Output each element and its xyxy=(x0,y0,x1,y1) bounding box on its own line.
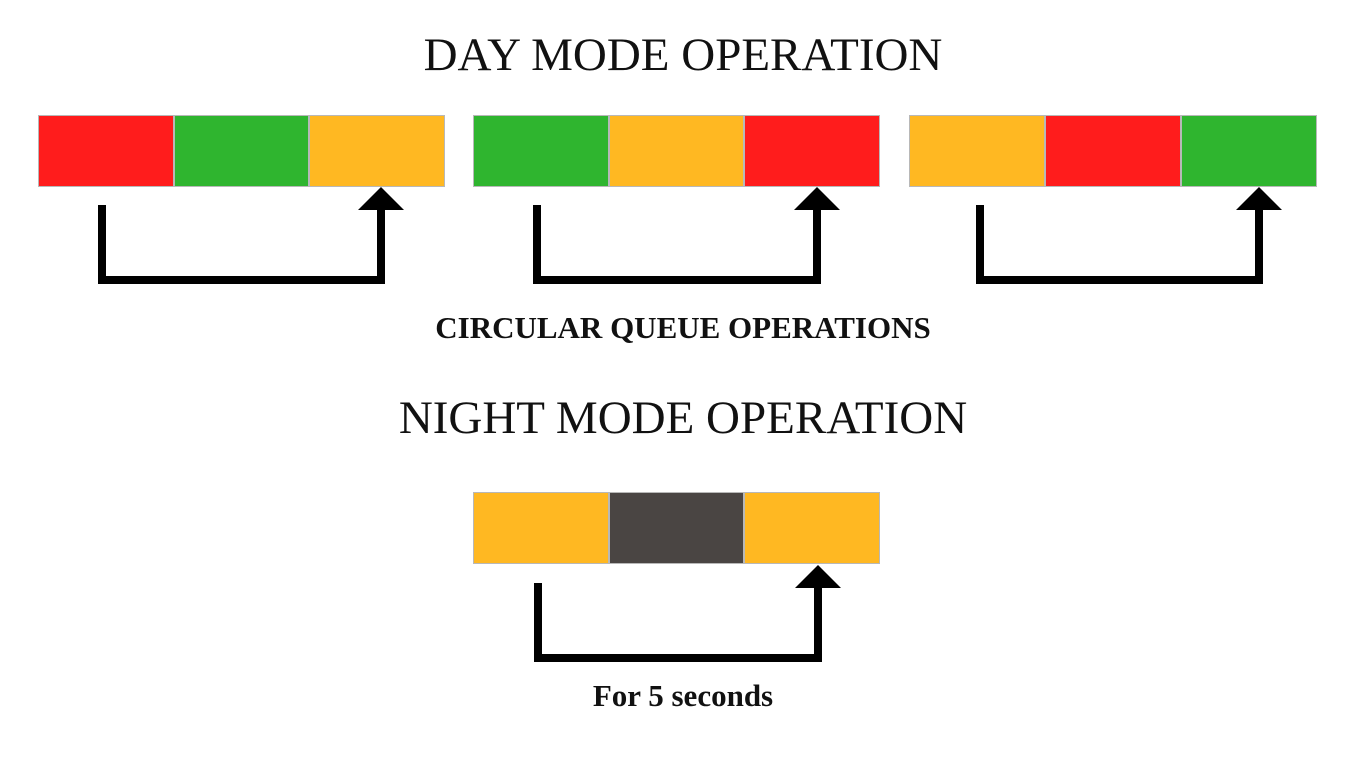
signal-cell xyxy=(1044,116,1180,186)
cycle-arrow-icon xyxy=(533,187,840,284)
signal-cell xyxy=(474,116,608,186)
cycle-arrow-icon xyxy=(534,565,841,662)
signal-cell xyxy=(743,116,880,186)
signal-cell xyxy=(1180,116,1316,186)
signal-cell xyxy=(607,116,744,186)
signal-cell xyxy=(474,493,608,563)
night-mode-title: NIGHT MODE OPERATION xyxy=(398,392,968,444)
night-signal-bar xyxy=(473,492,880,564)
day-signal-bar-2 xyxy=(473,115,880,187)
night-duration-caption: For 5 seconds xyxy=(592,678,774,713)
signal-cell xyxy=(39,116,173,186)
day-mode-title: DAY MODE OPERATION xyxy=(423,29,943,81)
cycle-arrow-icon xyxy=(98,187,404,284)
cycle-arrow-icon xyxy=(976,187,1282,284)
day-signal-bar-3 xyxy=(909,115,1317,187)
signal-cell xyxy=(172,116,309,186)
signal-cell xyxy=(607,493,744,563)
circular-queue-caption: CIRCULAR QUEUE OPERATIONS xyxy=(435,310,931,345)
signal-cell xyxy=(743,493,880,563)
day-signal-bar-1 xyxy=(38,115,445,187)
signal-cell xyxy=(308,116,445,186)
signal-cell xyxy=(910,116,1044,186)
